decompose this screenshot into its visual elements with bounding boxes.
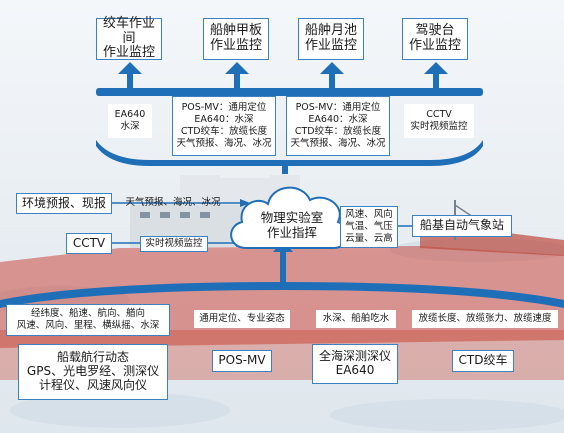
right-data-weather: 风速、风向 气温、气压 云量、云高 [340, 206, 398, 248]
source-ctd-winch: CTD绞车 [452, 350, 514, 372]
bottom-data-navigation: 经纬度、船速、航向、艏向 风速、风向、里程、横纵摇、水深 [6, 304, 170, 336]
bottom-data-ctd: 放缆长度、放缆张力、放缆速度 [412, 310, 558, 328]
target-winch-room: 绞车作业间 作业监控 [96, 16, 162, 60]
source-posmv: POS-MV [212, 350, 272, 372]
bottom-data-ea640: 水深、船舶吃水 [316, 310, 396, 328]
source-weather-station: 船基自动气象站 [412, 215, 512, 237]
source-ship-navigation: 船载航行动态 GPS、光电罗经、测深仪 计程仪、风速风向仪 [18, 344, 168, 400]
source-cctv: CCTV [66, 233, 112, 254]
top-data-moonpool: POS-MV：通用定位 EA640：水深 CTD绞车：放缆长度 天气预报、海况、… [286, 96, 390, 156]
top-data-bridge: CCTV 实时视频监控 [404, 104, 474, 138]
source-ea640: 全海深测深仪 EA640 [312, 344, 398, 384]
left-data-forecast: 天气预报、海况、冰况 [125, 197, 221, 209]
top-data-deck: POS-MV：通用定位 EA640：水深 CTD绞车：放缆长度 天气预报、海况、… [172, 96, 276, 156]
bottom-data-posmv: 通用定位、专业姿态 [194, 310, 290, 328]
target-moon-pool: 船舯月池 作业监控 [298, 18, 364, 60]
top-data-winch: EA640 水深 [108, 104, 152, 138]
center-command-label: 物理实验室 作业指挥 [260, 210, 324, 240]
target-bridge: 驾驶台 作业监控 [402, 18, 468, 60]
source-environment-forecast: 环境预报、现报 [16, 193, 112, 214]
left-data-cctv: 实时视频监控 [140, 236, 208, 252]
target-midship-deck: 船舯甲板 作业监控 [203, 18, 269, 60]
